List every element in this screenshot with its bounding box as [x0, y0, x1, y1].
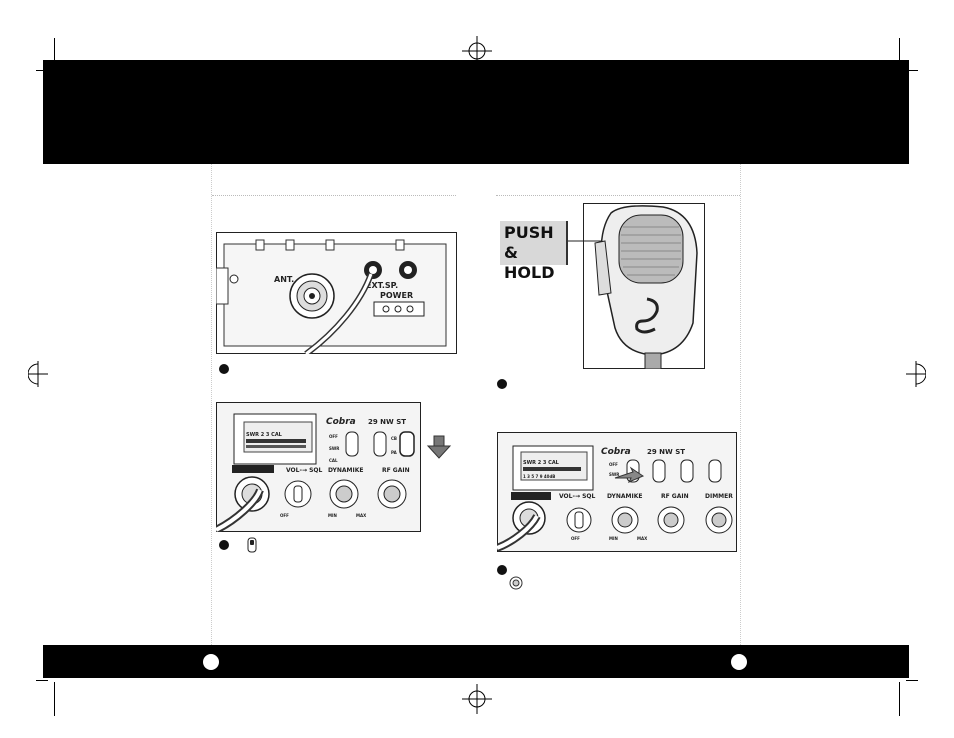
microphone-figure [583, 203, 705, 369]
page-number-dot-left [203, 654, 219, 670]
crop-mark-top-left-v [54, 38, 55, 72]
bullet-2 [219, 540, 229, 550]
switch-label-swr: SWR [329, 446, 339, 451]
ant-label: ANT. [274, 275, 294, 284]
header-band [43, 60, 909, 164]
max-label-1: MAX [356, 513, 366, 518]
rf-gain-label: RF GAIN [382, 467, 410, 474]
switch-label-cb: CB [391, 436, 397, 441]
arrow-down-icon [426, 435, 452, 459]
rear-panel-figure: ANT. EXT.SP. POWER [216, 232, 457, 354]
max-label-2: MAX [637, 536, 647, 541]
meter-scale-bottom: 1 3 5 7 9 40dB [523, 474, 555, 479]
divider-left [212, 195, 456, 196]
arrow-right-icon [614, 466, 645, 483]
crop-mark-bottom-left-h [36, 680, 48, 681]
front-panel-figure-small: SWR 2 3 CAL Cobra 29 NW ST OFF SWR CAL C… [216, 402, 452, 532]
push-hold-line-2: HOLD [504, 263, 555, 282]
crop-mark-top-right-v [899, 38, 900, 72]
crop-mark-top-left-h [36, 70, 48, 71]
crop-mark-bottom-right-h [906, 680, 918, 681]
brand-label: Cobra [326, 417, 356, 427]
push-hold-callout: PUSH & HOLD [500, 221, 568, 282]
registration-mark-bottom [462, 684, 492, 714]
switch-label-cal: CAL [329, 458, 338, 463]
rf-gain-label-2: RF GAIN [661, 493, 689, 500]
brand-label-2: Cobra [601, 447, 631, 457]
callout-pointer [568, 240, 602, 242]
min-label-1: MIN [328, 513, 337, 518]
column-guide-right [740, 164, 741, 645]
bullet-1 [219, 364, 229, 374]
switch-label-pa: PA [391, 450, 398, 455]
divider-right [496, 195, 740, 196]
meter-scale-top-2: SWR 2 3 CAL [523, 460, 560, 466]
column-guide-left [211, 164, 212, 645]
crop-mark-top-right-h [906, 70, 918, 71]
switch-label-off-2: OFF [609, 462, 618, 467]
crop-mark-bottom-left-v [54, 682, 55, 716]
model-label: 29 NW ST [368, 418, 406, 426]
bullet-3 [497, 379, 507, 389]
vol-sql-label-2: VOL-→ SQL [559, 493, 595, 500]
dynamike-label: DYNAMIKE [328, 467, 364, 474]
crop-mark-bottom-right-v [899, 682, 900, 716]
switch-label-swr-2: SWR [609, 472, 619, 477]
bullet-4 [497, 565, 507, 575]
ext-sp-label: EXT.SP. [366, 281, 398, 290]
meter-scale-top: SWR 2 3 CAL [246, 432, 283, 438]
model-label-2: 29 NW ST [647, 448, 685, 456]
page-number-dot-right [731, 654, 747, 670]
registration-mark-right [906, 361, 926, 387]
off-label-2: OFF [571, 536, 580, 541]
off-label: OFF [280, 513, 289, 518]
knob-icon [509, 576, 523, 590]
registration-mark-left [28, 361, 48, 387]
vol-sql-label: VOL-→ SQL [286, 467, 322, 474]
switch-label-off: OFF [329, 434, 338, 439]
front-panel-figure-large: SWR 2 3 CAL 1 3 5 7 9 40dB Cobra 29 NW S… [497, 432, 737, 552]
dimmer-label: DIMMER [705, 493, 733, 500]
switch-icon [247, 537, 257, 553]
power-label: POWER [380, 291, 413, 300]
dynamike-label-2: DYNAMIKE [607, 493, 643, 500]
min-label-2: MIN [609, 536, 618, 541]
footer-band [43, 645, 909, 678]
push-hold-line-1: PUSH & [504, 223, 554, 262]
